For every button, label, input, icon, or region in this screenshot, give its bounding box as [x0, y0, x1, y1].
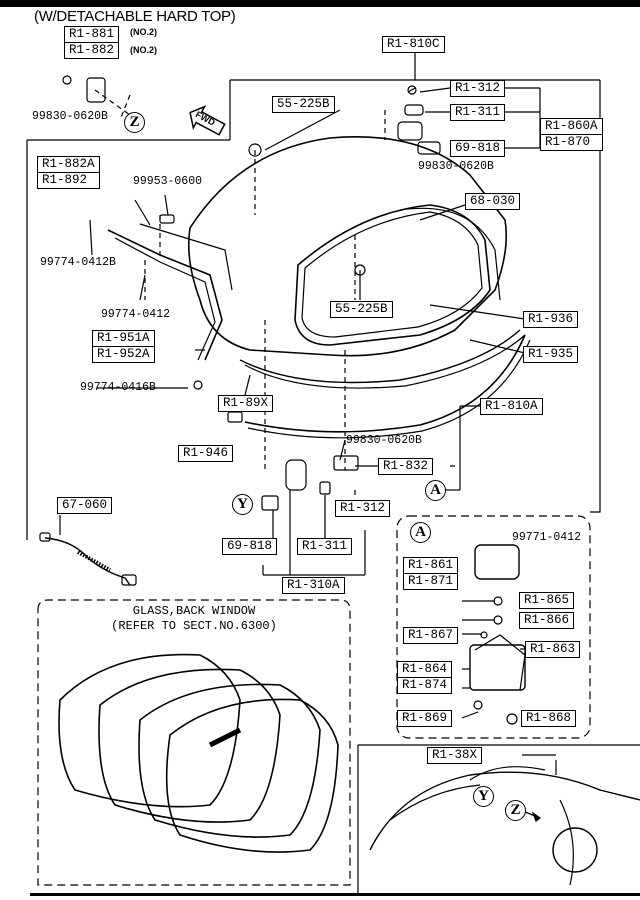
- part-r1-863: R1-863: [525, 641, 581, 658]
- part-r1-892: R1-892: [38, 172, 99, 188]
- part-68-030: 68-030: [465, 193, 521, 210]
- part-r1-832: R1-832: [378, 458, 434, 475]
- part-r1-810c: R1-810C: [382, 36, 445, 53]
- part-55-225b-b: 55-225B: [330, 301, 393, 318]
- part-r1-869: R1-869: [397, 710, 453, 727]
- part-label-r1-881-882: R1-881 R1-882: [64, 26, 120, 59]
- part-label-r1-861-871: R1-861 R1-871: [403, 557, 459, 590]
- part-67-060: 67-060: [57, 497, 113, 514]
- bottom-rule: [30, 893, 640, 896]
- top-rule: [0, 0, 640, 7]
- part-r1-312-b: R1-312: [335, 500, 391, 517]
- part-99830-0620b-c: 99830-0620B: [346, 434, 422, 447]
- part-r1-952a: R1-952A: [93, 346, 154, 362]
- part-label-r1-864-874: R1-864 R1-874: [397, 661, 453, 694]
- part-r1-882a: R1-882A: [42, 157, 95, 171]
- marker-y: Y: [232, 494, 253, 515]
- page-title: (W/DETACHABLE HARD TOP): [34, 8, 236, 25]
- part-99953-0600: 99953-0600: [133, 175, 203, 188]
- part-r1-861: R1-861: [408, 558, 454, 572]
- marker-z-car: Z: [505, 800, 526, 821]
- part-r1-870: R1-870: [541, 134, 602, 150]
- part-r1-310a: R1-310A: [282, 577, 345, 594]
- part-55-225b-a: 55-225B: [272, 96, 335, 113]
- marker-a-inset: A: [410, 522, 431, 543]
- part-r1-89x: R1-89X: [218, 395, 274, 412]
- part-r1-38x: R1-38X: [427, 747, 483, 764]
- note-no2-b: (NO.2): [130, 45, 157, 55]
- part-r1-864: R1-864: [402, 662, 448, 676]
- part-r1-312-a: R1-312: [450, 80, 506, 97]
- part-label-r1-882a-892: R1-882A R1-892: [37, 156, 100, 189]
- part-r1-871: R1-871: [404, 573, 458, 589]
- part-r1-882: R1-882: [65, 42, 119, 58]
- part-label-r1-860a-870: R1-860A R1-870: [540, 118, 603, 151]
- note-no2-a: (NO.2): [130, 27, 157, 37]
- part-r1-868: R1-868: [521, 710, 577, 727]
- part-r1-810a: R1-810A: [480, 398, 543, 415]
- part-r1-311-b: R1-311: [297, 538, 353, 555]
- part-label-r1-951a-952a: R1-951A R1-952A: [92, 330, 155, 363]
- glass-inset-title: GLASS,BACK WINDOW: [132, 604, 256, 618]
- part-69-818-a: 69-818: [450, 140, 506, 157]
- part-r1-936: R1-936: [523, 311, 579, 328]
- part-r1-866: R1-866: [519, 612, 575, 629]
- part-r1-935: R1-935: [523, 346, 579, 363]
- forward-direction-arrow: FWD: [181, 98, 230, 143]
- part-r1-946: R1-946: [178, 445, 234, 462]
- part-r1-311-a: R1-311: [450, 104, 506, 121]
- marker-y-car: Y: [473, 786, 494, 807]
- part-r1-865: R1-865: [519, 592, 575, 609]
- part-r1-951a: R1-951A: [97, 331, 150, 345]
- part-99774-0412b: 99774-0412B: [40, 256, 116, 269]
- part-99774-0412: 99774-0412: [101, 308, 171, 321]
- part-99771-0412: 99771-0412: [512, 531, 582, 544]
- part-r1-867: R1-867: [403, 627, 459, 644]
- part-99774-0416b: 99774-0416B: [80, 381, 156, 394]
- glass-inset-reference: (REFER TO SECT.NO.6300): [111, 619, 277, 633]
- part-69-818-b: 69-818: [222, 538, 278, 555]
- part-99830-0620b-a: 99830-0620B: [32, 110, 108, 123]
- part-r1-874: R1-874: [398, 677, 452, 693]
- marker-z: Z: [124, 112, 145, 133]
- part-99830-0620b-b: 99830-0620B: [418, 160, 494, 173]
- marker-a: A: [425, 480, 446, 501]
- part-r1-881: R1-881: [69, 27, 115, 41]
- part-r1-860a: R1-860A: [545, 119, 598, 133]
